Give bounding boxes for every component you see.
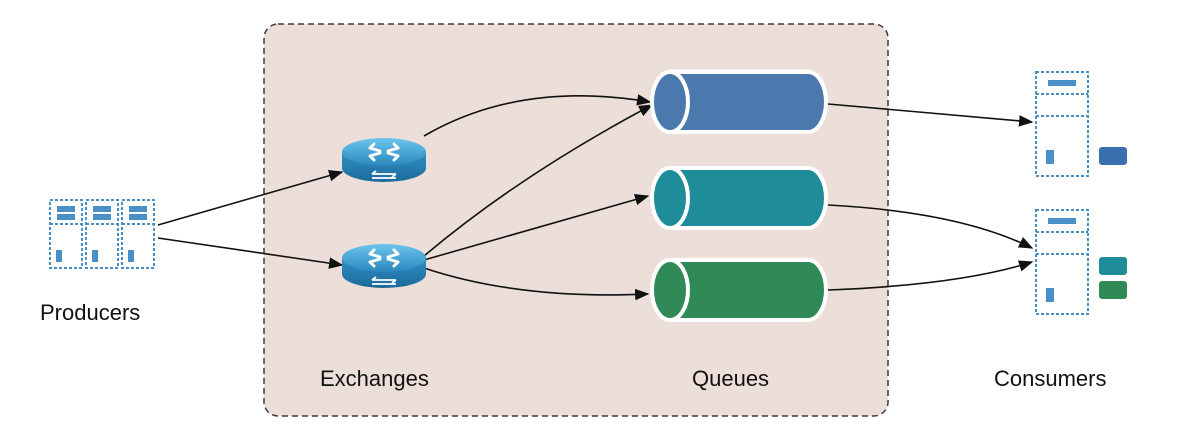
arrow-exchange2-queue1 <box>423 104 654 257</box>
producers-icon <box>49 199 155 269</box>
arrow-producer-exchange-bottom <box>157 237 344 269</box>
producers-label: Producers <box>40 300 140 325</box>
exchange-router-icon-bottom <box>342 244 426 288</box>
consumers-label: Consumers <box>994 366 1106 391</box>
arrow-producer-exchange-top <box>157 170 344 226</box>
queue-cylinder-icon-green <box>650 258 828 322</box>
queues-label: Queues <box>692 366 769 391</box>
exchange-router-icon-top <box>342 138 426 182</box>
arrow-exchange1-queue1 <box>423 94 652 137</box>
arrow-queue1-consumer1 <box>827 103 1034 127</box>
consumer1-queue-badge-blue <box>1097 145 1129 167</box>
arrow-queue3-consumer2 <box>827 260 1034 291</box>
consumer-server-icon-bottom <box>1035 209 1089 315</box>
arrow-exchange2-queue2 <box>423 194 650 261</box>
arrow-queue2-consumer2 <box>827 204 1034 249</box>
queue-cylinder-icon-blue <box>650 69 828 134</box>
exchanges-label: Exchanges <box>320 366 429 391</box>
consumer2-queue-badge-green <box>1097 279 1129 301</box>
arrow-exchange2-queue3 <box>423 267 650 301</box>
consumer2-queue-badge-teal <box>1097 255 1129 277</box>
connection-arrows <box>157 94 1034 301</box>
queue-cylinder-icon-teal <box>650 166 828 230</box>
consumer-server-icon-top <box>1035 71 1089 177</box>
